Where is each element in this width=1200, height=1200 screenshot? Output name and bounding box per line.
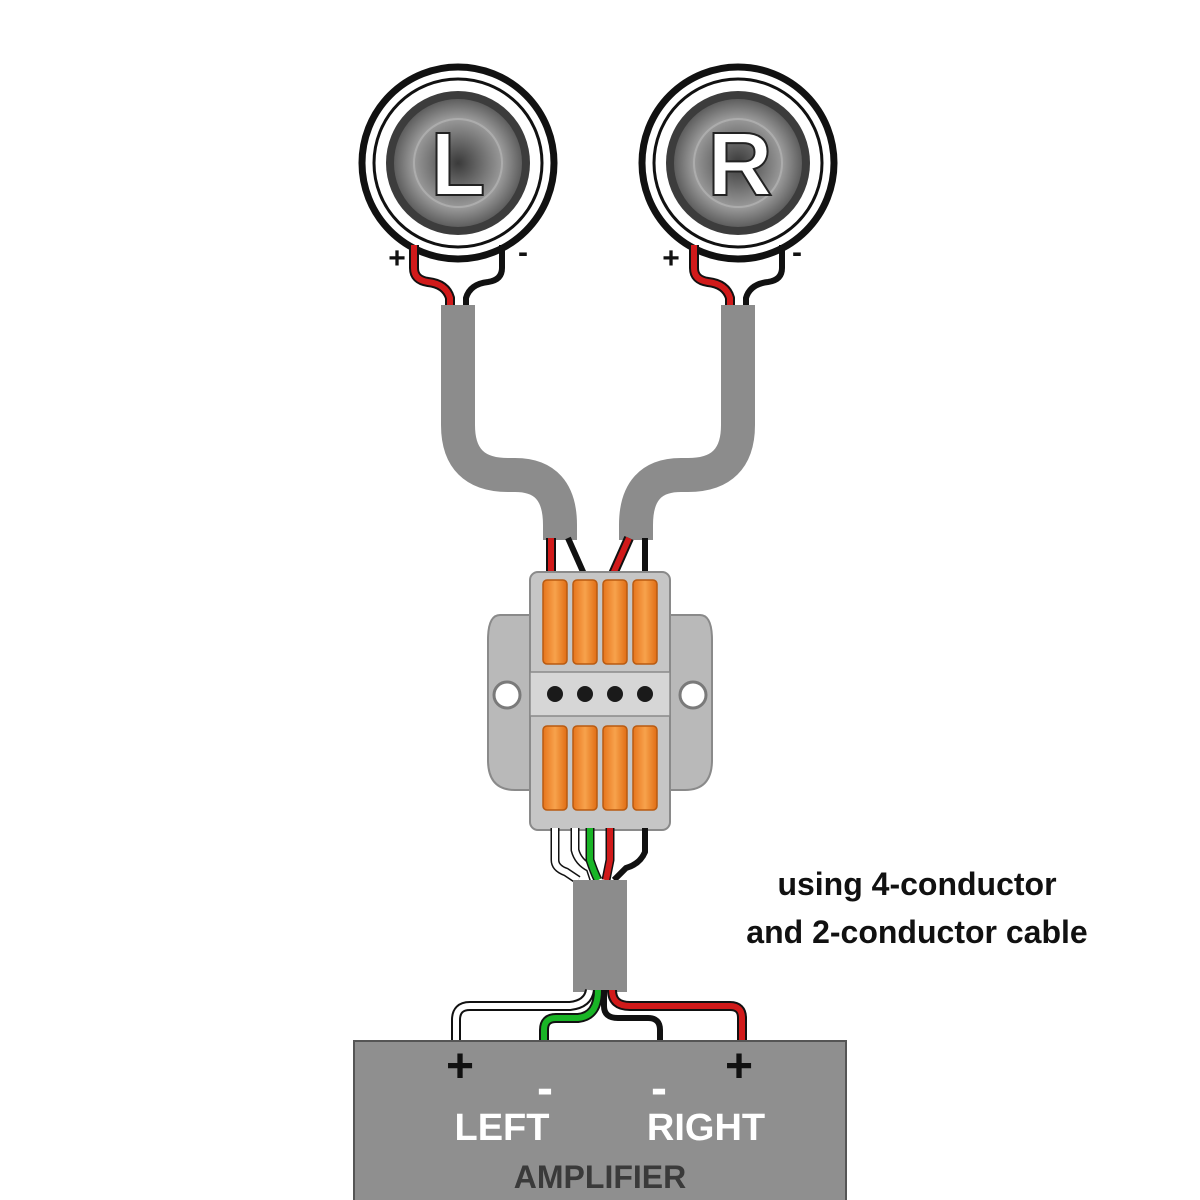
lever-connector (487, 571, 713, 831)
amplifier-left-plus: + (446, 1040, 474, 1093)
right-speaker-minus: - (792, 236, 802, 269)
right-speaker-plus: + (662, 242, 680, 275)
left-speaker-letter: L (431, 115, 486, 215)
amplifier-wires (451, 988, 747, 1048)
amplifier-left-minus: - (537, 1062, 553, 1115)
amplifier-right-minus: - (651, 1062, 667, 1115)
right-2-conductor-cable (619, 305, 755, 542)
right-speaker-letter: R (708, 115, 773, 215)
left-speaker-plus: + (388, 242, 406, 275)
right-speaker-leads (689, 245, 785, 312)
left-2-conductor-cable (441, 305, 577, 542)
amplifier-title: AMPLIFIER (514, 1159, 686, 1195)
amplifier-right-plus: + (725, 1040, 753, 1093)
connector-input-wires (546, 535, 648, 577)
4-conductor-cable (573, 880, 627, 992)
amplifier: + - - + LEFT RIGHT AMPLIFIER (353, 1040, 847, 1200)
right-speaker: R (638, 63, 838, 263)
left-speaker-leads (409, 245, 505, 312)
note-line-2: and 2-conductor cable (746, 914, 1087, 950)
connector-output-wires (550, 828, 648, 884)
amplifier-left-label: LEFT (455, 1107, 550, 1149)
note-line-1: using 4-conductor (777, 866, 1056, 902)
left-speaker: L (358, 63, 558, 263)
left-speaker-minus: - (518, 236, 528, 269)
amplifier-right-label: RIGHT (647, 1107, 765, 1149)
